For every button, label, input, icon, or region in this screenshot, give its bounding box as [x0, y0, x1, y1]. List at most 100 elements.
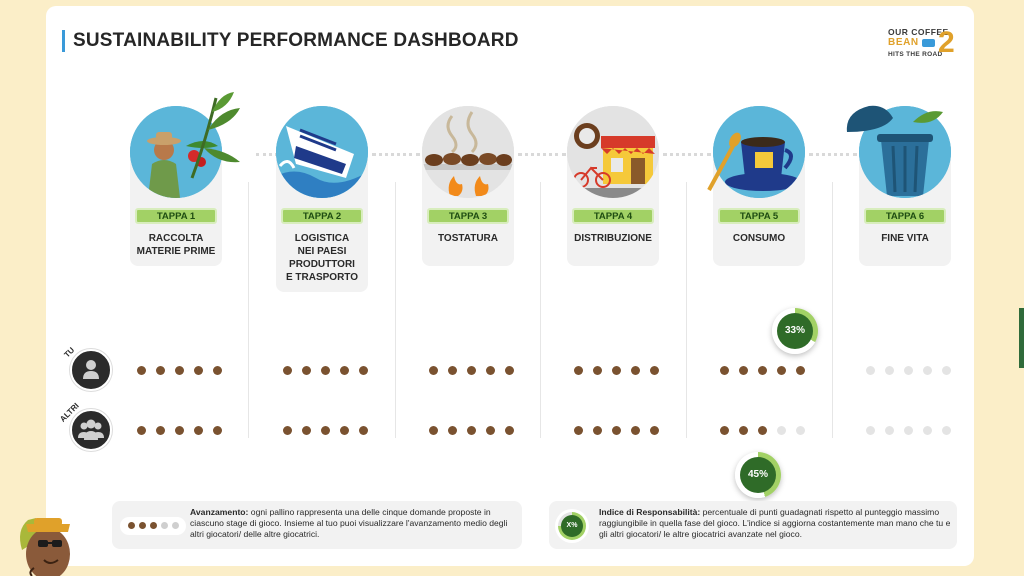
others-avatar	[70, 409, 112, 451]
progress-dot	[866, 366, 875, 375]
progress-dot	[213, 366, 222, 375]
logo-line-3: HITS THE ROAD	[888, 51, 943, 58]
leaf-branch-icon	[190, 92, 240, 179]
bin-lid-icon	[846, 105, 943, 132]
others-index-badge[interactable]: 45%	[735, 452, 781, 498]
stage-connector	[518, 153, 566, 156]
progress-dot	[777, 426, 786, 435]
stage-2[interactable]: TAPPA 2 LOGISTICA NEI PAESI PRODUTTORI E…	[248, 6, 380, 566]
coffee-bean-mascot-icon	[20, 518, 70, 576]
stage-connector	[256, 153, 284, 156]
legend-index-badge: X%	[561, 515, 583, 537]
stage-label: CONSUMO	[732, 233, 786, 244]
progress-dot	[194, 366, 203, 375]
stage-divider	[248, 182, 249, 438]
progress-dot	[194, 426, 203, 435]
progress-dot	[612, 426, 621, 435]
progress-dot	[137, 366, 146, 375]
stage-1[interactable]: TAPPA 1 RACCOLTA MATERIE PRIME	[114, 6, 240, 566]
progress-dot	[904, 366, 913, 375]
progress-dot	[631, 426, 640, 435]
progress-dot	[631, 366, 640, 375]
legend-progress-text: Avanzamento: ogni pallino rappresenta un…	[190, 507, 516, 540]
stage-connector	[809, 153, 857, 156]
legend-index-ring: X%	[555, 509, 589, 543]
stage-label: LOGISTICA NEI PAESI PRODUTTORI E TRASPOR…	[285, 233, 359, 283]
progress-dot	[758, 426, 767, 435]
progress-dot	[923, 366, 932, 375]
spoon-icon	[707, 132, 741, 191]
progress-dot	[448, 426, 457, 435]
stage-badge: TAPPA 1	[135, 208, 217, 224]
cargo-ship-icon	[276, 106, 368, 198]
progress-dot	[467, 426, 476, 435]
stage-label: TOSTATURA	[438, 233, 498, 244]
legend-index: X% Indice di Responsabilità: percentuale…	[549, 501, 957, 549]
legend-progress-title: Avanzamento:	[190, 507, 249, 517]
progress-dot	[175, 366, 184, 375]
progress-dot	[505, 366, 514, 375]
progress-dot	[359, 366, 368, 375]
progress-dot	[283, 426, 292, 435]
progress-dot	[720, 426, 729, 435]
progress-dot	[885, 366, 894, 375]
progress-dot	[720, 366, 729, 375]
progress-dot	[739, 366, 748, 375]
stage-3[interactable]: TAPPA 3 TOSTATURA	[395, 6, 526, 566]
coffee-farmer-icon	[130, 106, 222, 198]
legend-dot	[172, 522, 179, 529]
progress-dot	[321, 426, 330, 435]
progress-dot	[796, 426, 805, 435]
game-logo: OUR COFFEE BEAN HITS THE ROAD 2	[886, 26, 964, 66]
stage-label: RACCOLTA MATERIE PRIME	[136, 233, 216, 257]
group-icon	[78, 419, 104, 440]
legend-dot	[161, 522, 168, 529]
you-index-badge[interactable]: 33%	[772, 308, 818, 354]
progress-dot	[486, 426, 495, 435]
progress-dot	[866, 426, 875, 435]
logo-bar	[922, 39, 935, 47]
progress-dot	[739, 426, 748, 435]
progress-dot	[302, 426, 311, 435]
progress-dot	[175, 426, 184, 435]
stage-label: DISTRIBUZIONE	[574, 233, 652, 244]
progress-dot	[574, 366, 583, 375]
stage-6[interactable]: TAPPA 6 FINE VITA	[832, 6, 963, 566]
progress-dot	[885, 426, 894, 435]
progress-dot	[340, 426, 349, 435]
progress-dot	[612, 366, 621, 375]
stage-5[interactable]: TAPPA 5 CONSUMO	[686, 6, 817, 566]
stage-divider	[686, 182, 687, 438]
progress-dot	[505, 426, 514, 435]
page-title: SUSTAINABILITY PERFORMANCE DASHBOARD	[62, 30, 519, 52]
legend-progress: Avanzamento: ogni pallino rappresenta un…	[112, 501, 522, 549]
side-tab	[1019, 308, 1024, 368]
progress-dot	[942, 366, 951, 375]
progress-dot	[156, 366, 165, 375]
legend-progress-body: ogni pallino rappresenta una delle cinqu…	[190, 507, 508, 539]
progress-dot	[593, 426, 602, 435]
legend-dot	[128, 522, 135, 529]
progress-dot	[758, 366, 767, 375]
progress-dot	[340, 366, 349, 375]
progress-dot	[942, 426, 951, 435]
user-icon	[83, 360, 99, 379]
logo-line-2: BEAN	[888, 37, 919, 48]
progress-dot	[467, 366, 476, 375]
progress-dot	[429, 426, 438, 435]
roasting-beans-icon	[422, 106, 514, 198]
legend-index-text: Indice di Responsabilità: percentuale di…	[599, 507, 951, 540]
stage-badge: TAPPA 4	[572, 208, 654, 224]
progress-dot	[213, 426, 222, 435]
progress-dot	[574, 426, 583, 435]
progress-dot	[359, 426, 368, 435]
progress-dot	[321, 366, 330, 375]
progress-dot	[429, 366, 438, 375]
you-avatar	[70, 349, 112, 391]
progress-dot	[137, 426, 146, 435]
progress-dot	[486, 366, 495, 375]
progress-dot	[650, 366, 659, 375]
stage-4[interactable]: TAPPA 4 DISTRIBUZIONE	[540, 6, 671, 566]
stage-badge: TAPPA 6	[864, 208, 946, 224]
stage-divider	[832, 182, 833, 438]
